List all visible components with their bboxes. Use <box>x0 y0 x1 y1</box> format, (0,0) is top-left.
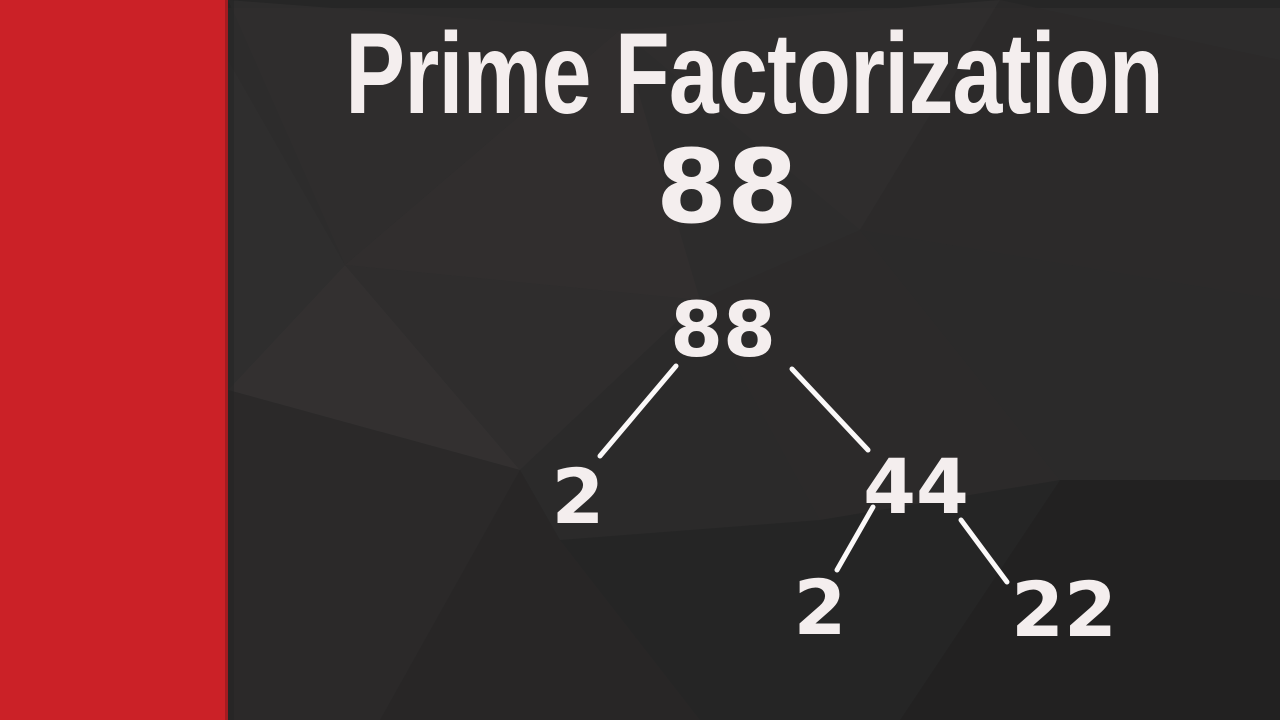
heading-number: 88 <box>656 128 798 247</box>
tree-edge-right-to-grandleft <box>834 504 876 573</box>
page-title-text: Prime Factorization <box>345 10 1163 138</box>
tree-node-grandchild-left: 2 <box>793 563 847 652</box>
tree-edge-root-to-right <box>789 366 871 453</box>
tree-edge-root-to-left <box>597 363 679 459</box>
tree-node-left-child: 2 <box>551 452 605 541</box>
tree-edge-right-to-grandright <box>958 517 1010 585</box>
tree-node-grandchild-right: 22 <box>1011 565 1117 654</box>
tree-node-root: 88 <box>670 285 776 374</box>
red-accent-bar-edge <box>225 0 228 720</box>
page-title: Prime Factorization <box>228 10 1280 139</box>
tree-node-right-child: 44 <box>863 442 969 531</box>
red-accent-bar <box>0 0 228 720</box>
